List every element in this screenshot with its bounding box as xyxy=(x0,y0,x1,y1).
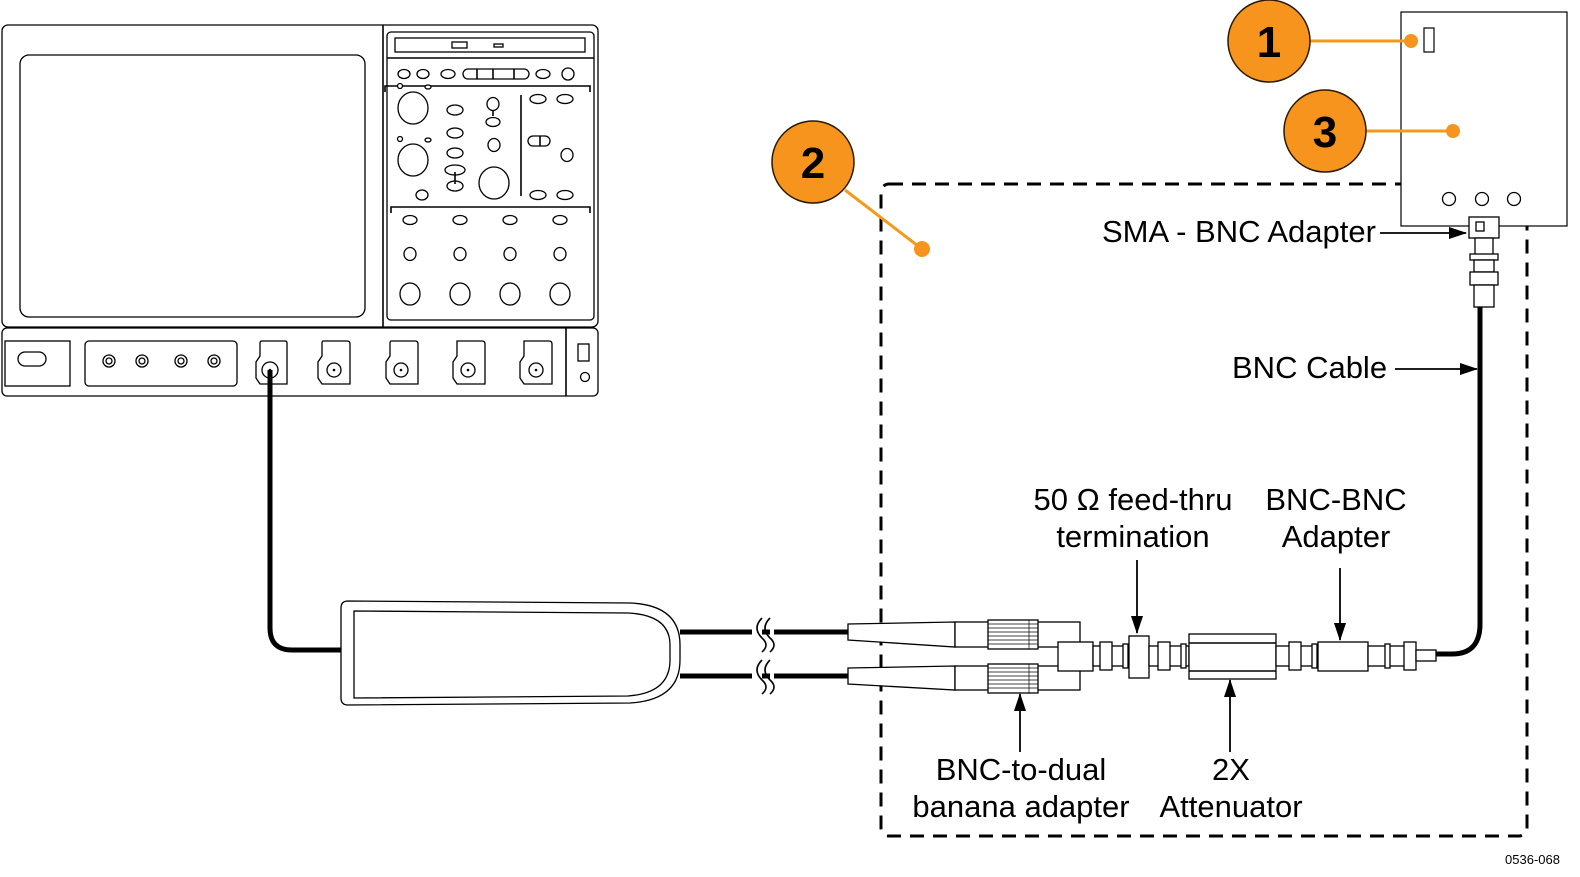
channel-input-3[interactable] xyxy=(385,340,419,385)
label-sma-bnc-adapter: SMA - BNC Adapter xyxy=(1102,214,1376,249)
oscilloscope xyxy=(1,24,599,397)
knob-vertical-scale xyxy=(397,143,429,177)
channel-input-5[interactable] xyxy=(519,340,553,385)
oscilloscope-display xyxy=(19,54,366,318)
probe-cable xyxy=(267,370,342,653)
generator-connector-2 xyxy=(1474,191,1490,207)
callout-3: 3 xyxy=(1283,89,1460,173)
label-attenuator-line1: 2X xyxy=(1212,752,1250,787)
channel-input-4[interactable] xyxy=(452,340,486,385)
callout-number: 3 xyxy=(1313,108,1337,157)
label-bnc-bnc-line1: BNC-BNC xyxy=(1265,482,1406,517)
ground-terminal xyxy=(579,371,591,383)
aux-connector-panel xyxy=(84,340,238,387)
figure-id: 0536-068 xyxy=(1505,852,1560,867)
label-bnc-cable: BNC Cable xyxy=(1232,350,1387,385)
channel-input-2[interactable] xyxy=(317,340,351,385)
label-feedthru-line1: 50 Ω feed-thru xyxy=(1034,482,1233,517)
label-feedthru-line2: termination xyxy=(1056,519,1209,554)
callout-1: 1 xyxy=(1227,0,1418,83)
power-button[interactable] xyxy=(17,351,47,367)
sma-bnc-adapter xyxy=(1468,216,1500,308)
bnc-bnc-adapter xyxy=(1317,641,1369,672)
top-strip xyxy=(394,37,586,53)
label-banana-line2: banana adapter xyxy=(912,789,1129,824)
label-attenuator-line2: Attenuator xyxy=(1159,789,1302,824)
banana-plugs xyxy=(847,621,1081,691)
channel-controls xyxy=(399,214,571,306)
differential-probe xyxy=(340,600,681,706)
bnc-cable xyxy=(1436,306,1483,657)
usb-port xyxy=(577,343,590,362)
callout-number: 1 xyxy=(1257,18,1281,67)
attenuator-2x xyxy=(1188,633,1277,680)
callout-number: 2 xyxy=(801,139,825,188)
callout-2: 2 xyxy=(771,120,930,257)
bnc-connector-chain xyxy=(1092,633,1437,680)
knob-horizontal xyxy=(478,166,510,200)
bnc-to-dual-banana-adapter xyxy=(987,619,1094,694)
aux-connectors xyxy=(102,354,221,368)
generator-output-switch[interactable] xyxy=(1423,27,1435,53)
knob-vertical-position xyxy=(397,91,429,125)
feedthru-termination xyxy=(1128,635,1150,679)
front-buttons-row xyxy=(397,67,575,81)
cable-break-marks xyxy=(752,615,775,695)
label-bnc-bnc-line2: Adapter xyxy=(1282,519,1391,554)
generator-connector-3 xyxy=(1506,191,1522,207)
generator-connector-1 xyxy=(1441,191,1457,207)
label-banana-line1: BNC-to-dual xyxy=(936,752,1107,787)
